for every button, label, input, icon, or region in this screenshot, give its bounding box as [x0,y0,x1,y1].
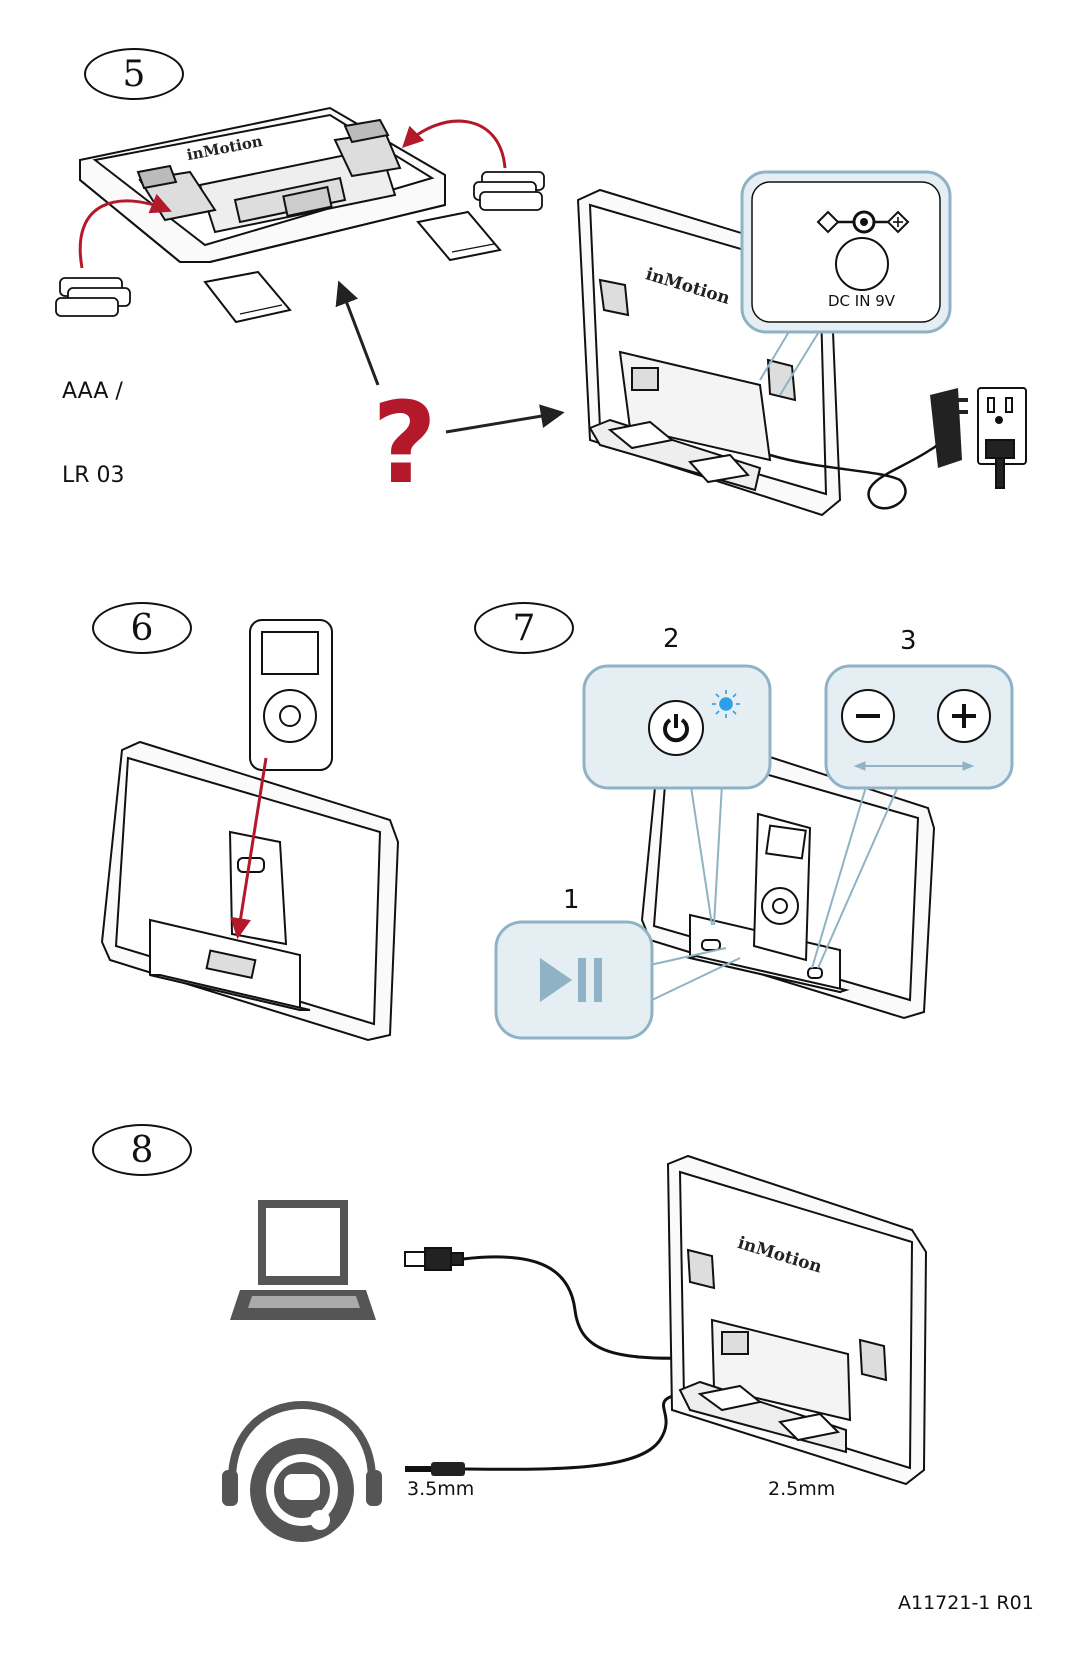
step-8-number: 8 [130,1129,154,1171]
document-code: A11721-1 R01 [898,1592,1034,1614]
battery-door-left [203,270,292,324]
dc-in-label: DC IN 9V [828,292,896,310]
step-6-badge: 6 [92,602,192,654]
dock-arrow [230,757,268,940]
battery-type-line1: AAA / [62,379,123,404]
play-callout [494,920,741,1040]
ipod-icon [249,619,333,771]
led-indicator-icon [712,690,740,718]
power-callout [582,664,772,926]
step-5-number: 5 [122,53,146,95]
speaker-back-view-step8 [666,1154,928,1486]
arrow-to-power-option [445,404,565,434]
speaker-front-view-step6 [100,740,400,1042]
cable-35mm-label: 3.5mm [407,1478,475,1500]
control-number-play: 1 [563,885,580,915]
control-number-volume: 3 [900,626,917,656]
step-6-number: 6 [130,607,154,649]
control-number-power: 2 [663,624,680,654]
plug-35mm-icon [405,1462,465,1476]
wall-outlet-icon [977,387,1027,489]
batteries-right-icon [473,171,545,211]
laptop-icon [230,1200,376,1320]
question-mark: ? [372,379,437,509]
step-7-badge: 7 [474,602,574,654]
dc-jack-callout [740,170,952,396]
battery-door-right [416,210,502,262]
headphones-player-icon [222,1401,382,1542]
step-7-number: 7 [512,607,536,649]
usb-cable [462,1255,691,1360]
battery-type-line2: LR 03 [62,463,125,488]
step-8-badge: 8 [92,1124,192,1176]
speaker-bottom-view [79,106,446,263]
cable-25mm-label: 2.5mm [768,1478,836,1500]
ipod-docked-icon [752,812,812,962]
volume-callout [811,664,1014,969]
insert-battery-arrow-left [78,193,172,269]
arrow-to-battery-option [335,280,380,386]
battery-type-label: AAA / LR 03 [62,322,125,518]
usb-plug-icon [404,1247,464,1271]
insert-battery-arrow-right [402,119,507,169]
ac-adapter-icon [930,388,968,468]
step-5-badge: 5 [84,48,184,100]
batteries-left-icon [55,277,131,317]
